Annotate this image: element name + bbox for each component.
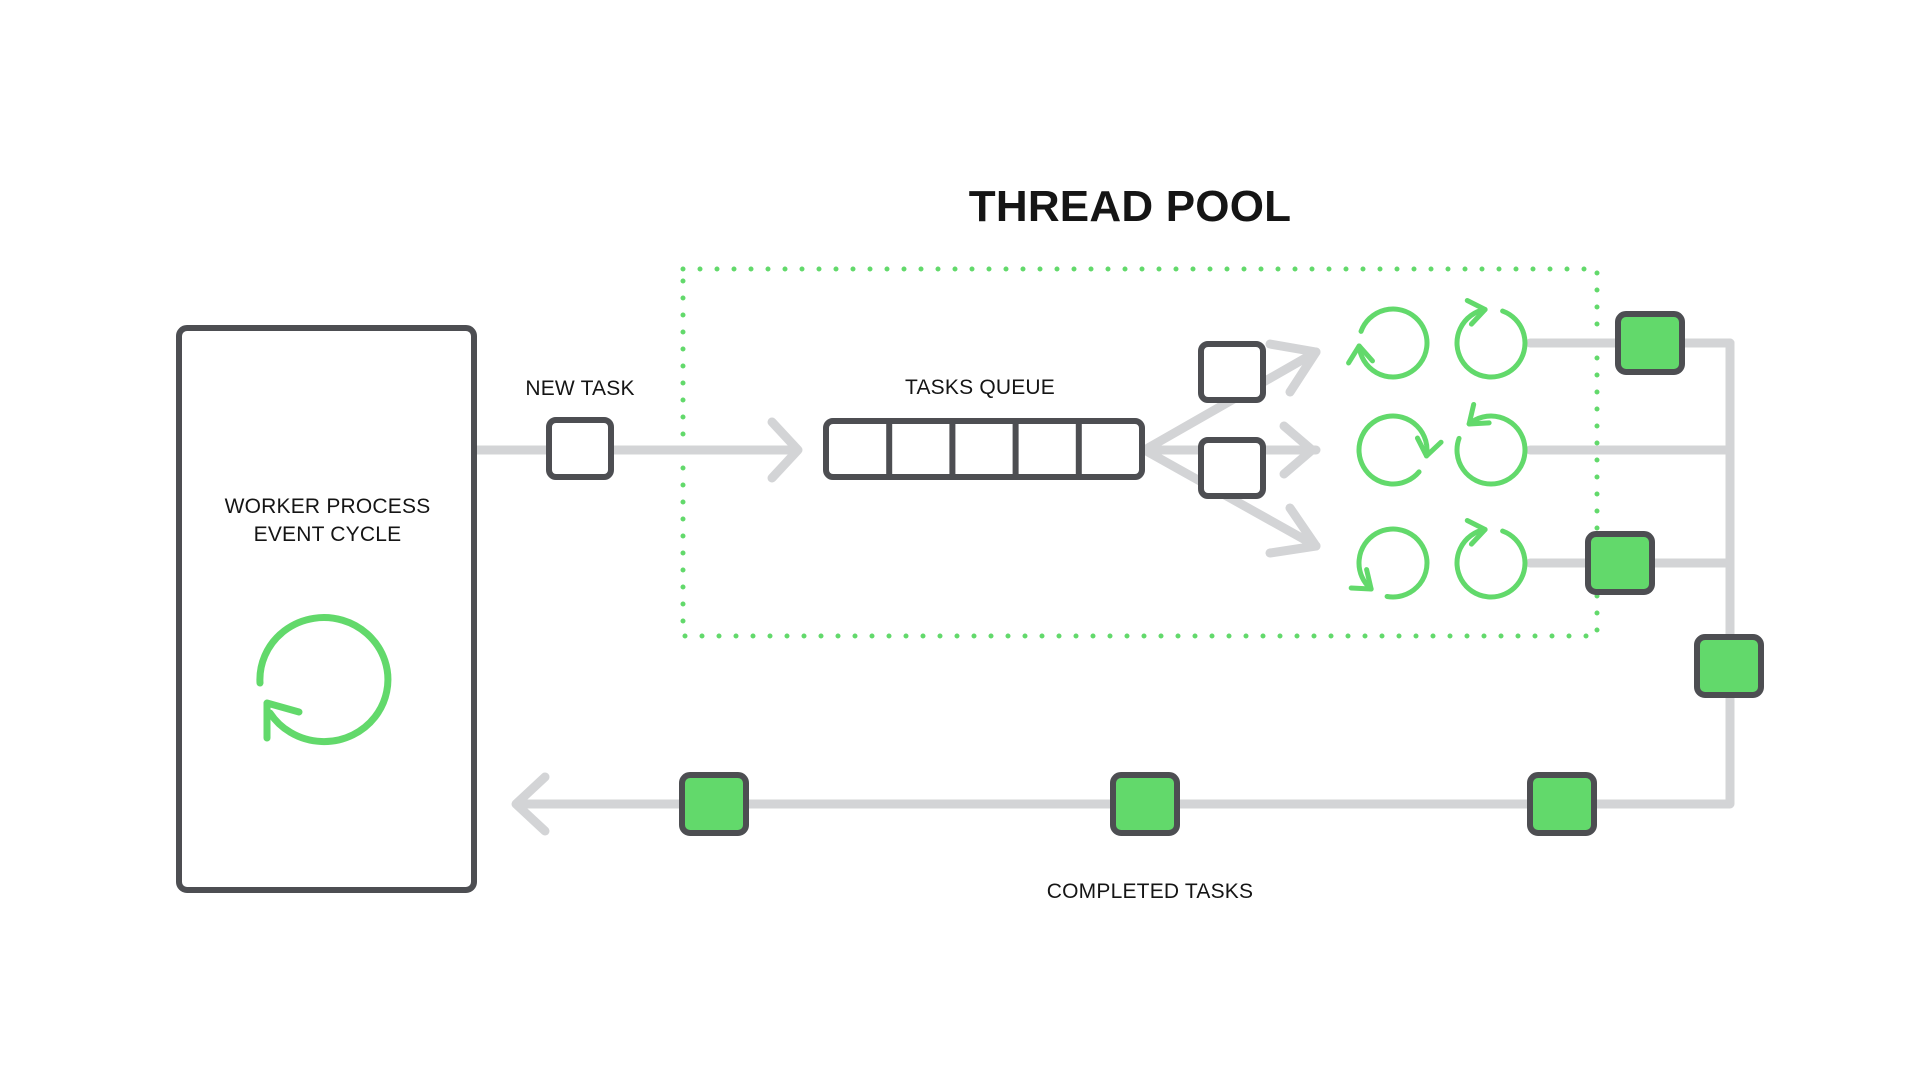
- cycle-arrow-left-icon: [1454, 401, 1528, 487]
- cycle-arc: [1454, 413, 1528, 487]
- thread-row: [1348, 517, 1528, 600]
- new-task-label: NEW TASK: [525, 377, 635, 400]
- dispatched-task-box: [1198, 341, 1266, 403]
- arrow-thread1-head: [1265, 339, 1321, 397]
- worker-process-label: WORKER PROCESS EVENT CYCLE: [205, 493, 450, 549]
- completed-task-box: [1694, 634, 1764, 698]
- completed-task-box: [1585, 531, 1655, 595]
- completed-task-box: [679, 772, 749, 836]
- completed-task-box: [1615, 311, 1685, 375]
- tasks-queue-frame: [823, 418, 1145, 480]
- new-task-box: [546, 417, 614, 480]
- dispatched-task-box: [1198, 437, 1266, 499]
- tasks-queue-slot: [893, 425, 948, 473]
- worker-process-label-line1: WORKER PROCESS: [224, 495, 431, 518]
- arrow-thread3-head: [1265, 503, 1321, 558]
- worker-process-label-line2: EVENT CYCLE: [253, 523, 402, 546]
- worker-process-box: [176, 325, 477, 893]
- arrow-return-head: [511, 772, 550, 836]
- tasks-queue-slot: [956, 425, 1011, 473]
- tasks-queue-slot: [1083, 425, 1138, 473]
- cycle-arrowhead: [1466, 401, 1492, 427]
- arrow-thread2-head: [1279, 421, 1317, 479]
- cycle-arrow-top-icon: [1454, 517, 1528, 600]
- cycle-arc: [1454, 307, 1528, 380]
- connector-collector: [515, 338, 1735, 809]
- completed-task-box: [1110, 772, 1180, 836]
- tasks-queue-slot: [1020, 425, 1075, 473]
- cycle-arrowhead: [1464, 297, 1488, 327]
- cycle-arrow-top-icon: [1454, 297, 1528, 380]
- cycle-arc: [1356, 306, 1430, 380]
- cycle-arc: [1454, 527, 1528, 600]
- cycle-arrowhead: [1414, 435, 1444, 459]
- tasks-queue-slot: [830, 425, 885, 473]
- cycle-arrow-right-icon: [1356, 413, 1444, 487]
- arrow-into-queue-head: [767, 417, 803, 483]
- threads: [1346, 297, 1528, 600]
- cycle-arc: [1356, 526, 1430, 600]
- completed-tasks: [679, 311, 1764, 836]
- completed-task-box: [1527, 772, 1597, 836]
- cycle-arrowhead: [1348, 567, 1374, 592]
- cycle-arrowhead: [1346, 343, 1375, 366]
- tasks-queue-label: TASKS QUEUE: [904, 376, 1055, 399]
- tasks-queue: [823, 418, 1145, 480]
- cycle-arc: [1356, 413, 1430, 487]
- thread-row: [1346, 297, 1528, 380]
- cycle-arrow-bottom-icon: [1348, 526, 1430, 600]
- cycle-arrowhead: [1464, 517, 1488, 547]
- diagram-title: THREAD POOL: [968, 182, 1292, 231]
- refresh-cycle-icon: [256, 614, 392, 746]
- cycle-arrow-bottom-left-icon: [1346, 306, 1430, 380]
- thread-row: [1356, 401, 1528, 487]
- completed-tasks-label: COMPLETED TASKS: [1046, 880, 1254, 903]
- dispatched-tasks: [1198, 341, 1266, 499]
